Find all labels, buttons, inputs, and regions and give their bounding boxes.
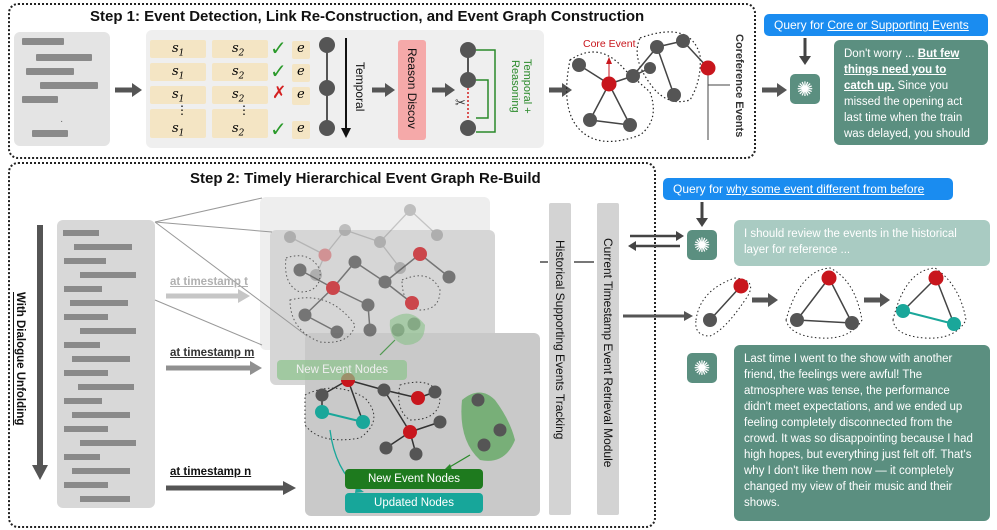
- scissors-icon: ✂: [455, 95, 466, 110]
- response-bubble-3: Last time I went to the show with anothe…: [734, 345, 990, 521]
- new-event-nodes-faded: New Event Nodes: [277, 360, 407, 380]
- check-icon: ✓: [270, 119, 287, 141]
- query-core-supporting[interactable]: Query for Core or Supporting Events: [764, 14, 988, 36]
- cell-s2-r4: s2: [232, 121, 245, 139]
- timestamp-t-label: at timestamp t: [170, 276, 248, 288]
- chatgpt-logo-icon: ✺: [790, 74, 820, 104]
- new-event-nodes-badge: New Event Nodes: [345, 469, 483, 489]
- check-icon: ✓: [270, 38, 287, 60]
- reason-discov-label: Reason Discov: [405, 48, 419, 129]
- timestamp-n-label: at timestamp n: [170, 466, 252, 478]
- cell-e-r1: e: [297, 41, 305, 56]
- chatgpt-logo-icon: ✺: [687, 230, 717, 260]
- response-bubble-2: I should review the events in the histor…: [734, 220, 990, 266]
- historical-tracking-module: [549, 203, 571, 515]
- cell-e-r4: e: [297, 121, 305, 136]
- step1-box: [8, 3, 756, 159]
- cell-s1-r4: s1: [172, 121, 185, 139]
- temporal-reasoning-label: Temporal + Reasoning: [509, 58, 533, 114]
- step1-title: Step 1: Event Detection, Link Re-Constru…: [90, 8, 645, 25]
- timestamp-m-label: at timestamp m: [170, 347, 255, 359]
- current-retrieval-label: Current Timestamp Event Retrieval Module: [601, 238, 615, 468]
- cell-s1-r3: s1: [172, 87, 185, 105]
- cross-icon: ✗: [272, 83, 287, 102]
- cell-s2-r3: s2: [232, 87, 245, 105]
- cell-dots-2: ⋮: [238, 103, 250, 117]
- cell-e-r2: e: [297, 64, 305, 79]
- step2-box: [8, 162, 656, 528]
- historical-tracking-label: Historical Supporting Events Tracking: [553, 240, 567, 440]
- svg-text:·: ·: [60, 116, 63, 127]
- reason-discov-box: [398, 40, 426, 140]
- step2-title: Step 2: Timely Hierarchical Event Graph …: [190, 170, 541, 187]
- chatgpt-logo-icon: ✺: [687, 353, 717, 383]
- cell-dots-1: ⋮: [176, 103, 188, 117]
- cell-s2-r1: s2: [232, 41, 245, 59]
- updated-nodes-badge: Updated Nodes: [345, 493, 483, 513]
- dialogue-unfolding-label: With Dialogue Unfolding: [14, 292, 26, 426]
- check-icon: ✓: [270, 61, 287, 83]
- cell-s1-r1: s1: [172, 41, 185, 59]
- cell-e-r3: e: [297, 87, 305, 102]
- query-why-different[interactable]: Query for why some event different from …: [663, 178, 953, 200]
- temporal-label: Temporal: [353, 62, 367, 112]
- response-bubble-1: Don't worry ... But few things need you …: [834, 40, 988, 156]
- cell-s1-r2: s1: [172, 64, 185, 82]
- coreference-events-label: Coreference Events: [733, 34, 745, 138]
- current-retrieval-module: [597, 203, 619, 515]
- core-event-label: Core Event: [583, 38, 636, 50]
- cell-s2-r2: s2: [232, 64, 245, 82]
